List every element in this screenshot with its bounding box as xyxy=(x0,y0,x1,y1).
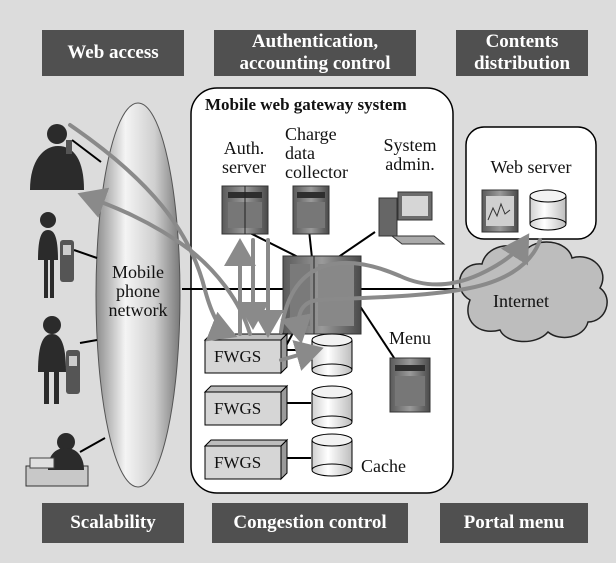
contents-distribution-label: Contents distribution xyxy=(456,30,588,76)
flow-arrows xyxy=(68,123,542,371)
charge-label-line2: data xyxy=(285,143,315,163)
congestion-text: Congestion control xyxy=(233,512,387,533)
charge-label-line3: collector xyxy=(285,162,348,182)
fwgs-box-3 xyxy=(203,438,289,481)
system-admin-label: System admin. xyxy=(372,136,448,174)
system-admin-icon xyxy=(378,191,446,245)
auth-server-label-line2: server xyxy=(222,157,266,177)
sysadmin-label-line1: System xyxy=(383,135,437,155)
scalability-text: Scalability xyxy=(70,512,156,533)
scalability-label: Scalability xyxy=(42,503,184,543)
network-label-line2: phone xyxy=(116,281,160,301)
fwgs-label-1: FWGS xyxy=(214,347,262,366)
auth-server-icon xyxy=(221,185,269,235)
cache-label: Cache xyxy=(361,456,406,476)
auth-label-line1: Authentication, xyxy=(251,31,379,52)
mobile-network-label: Mobile phone network xyxy=(100,263,176,320)
menu-server-icon xyxy=(389,357,431,413)
auth-label-line2: accounting control xyxy=(239,53,391,74)
cache-cylinder-1 xyxy=(311,333,353,377)
portal-text: Portal menu xyxy=(463,512,565,533)
user-icon-2 xyxy=(38,212,74,298)
web-server-icon xyxy=(481,189,519,233)
user-icon-3 xyxy=(38,316,80,404)
auth-server-label: Auth. server xyxy=(212,139,276,177)
mobile-network-ellipse xyxy=(95,102,181,488)
auth-accounting-label: Authentication, accounting control xyxy=(214,30,416,76)
fwgs-label-2: FWGS xyxy=(214,399,262,418)
network-label-line3: network xyxy=(108,300,168,320)
web-server-cylinder xyxy=(529,189,567,231)
menu-label: Menu xyxy=(389,328,431,348)
web-server-label: Web server xyxy=(490,157,572,177)
web-access-text: Web access xyxy=(67,42,159,63)
user-icon-4 xyxy=(25,433,89,487)
charge-collector-label: Charge data collector xyxy=(285,125,365,182)
charge-collector-icon xyxy=(292,185,330,235)
cache-cylinder-2 xyxy=(311,385,353,429)
cache-cylinder-3 xyxy=(311,433,353,477)
user-icon-1 xyxy=(30,124,84,190)
contents-label-line2: distribution xyxy=(473,53,571,74)
congestion-control-label: Congestion control xyxy=(212,503,408,543)
network-label-line1: Mobile xyxy=(112,262,164,282)
fwgs-label-3: FWGS xyxy=(214,453,262,472)
contents-label-line1: Contents xyxy=(485,31,559,52)
user-connection-lines xyxy=(71,139,106,453)
charge-label-line1: Charge xyxy=(285,124,337,144)
portal-menu-label: Portal menu xyxy=(440,503,588,543)
web-access-label: Web access xyxy=(42,30,184,76)
sysadmin-label-line2: admin. xyxy=(385,154,435,174)
auth-server-label-line1: Auth. xyxy=(223,138,265,158)
gateway-title: Mobile web gateway system xyxy=(205,95,407,114)
fwgs-box-2 xyxy=(203,384,289,427)
internet-label: Internet xyxy=(493,291,549,311)
